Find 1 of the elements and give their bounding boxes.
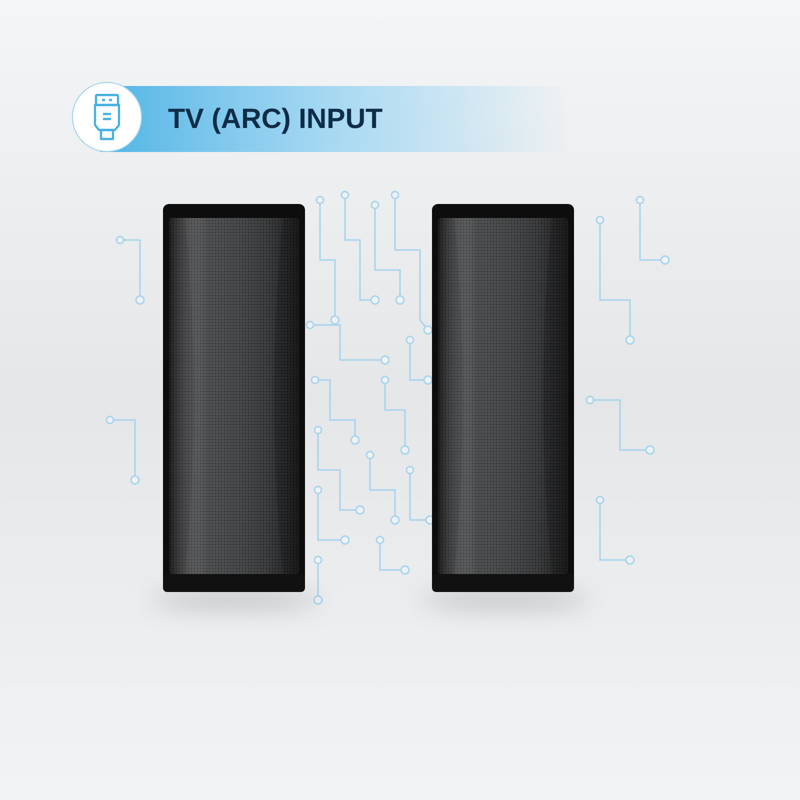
title: TV (ARC) INPUT: [168, 102, 383, 136]
